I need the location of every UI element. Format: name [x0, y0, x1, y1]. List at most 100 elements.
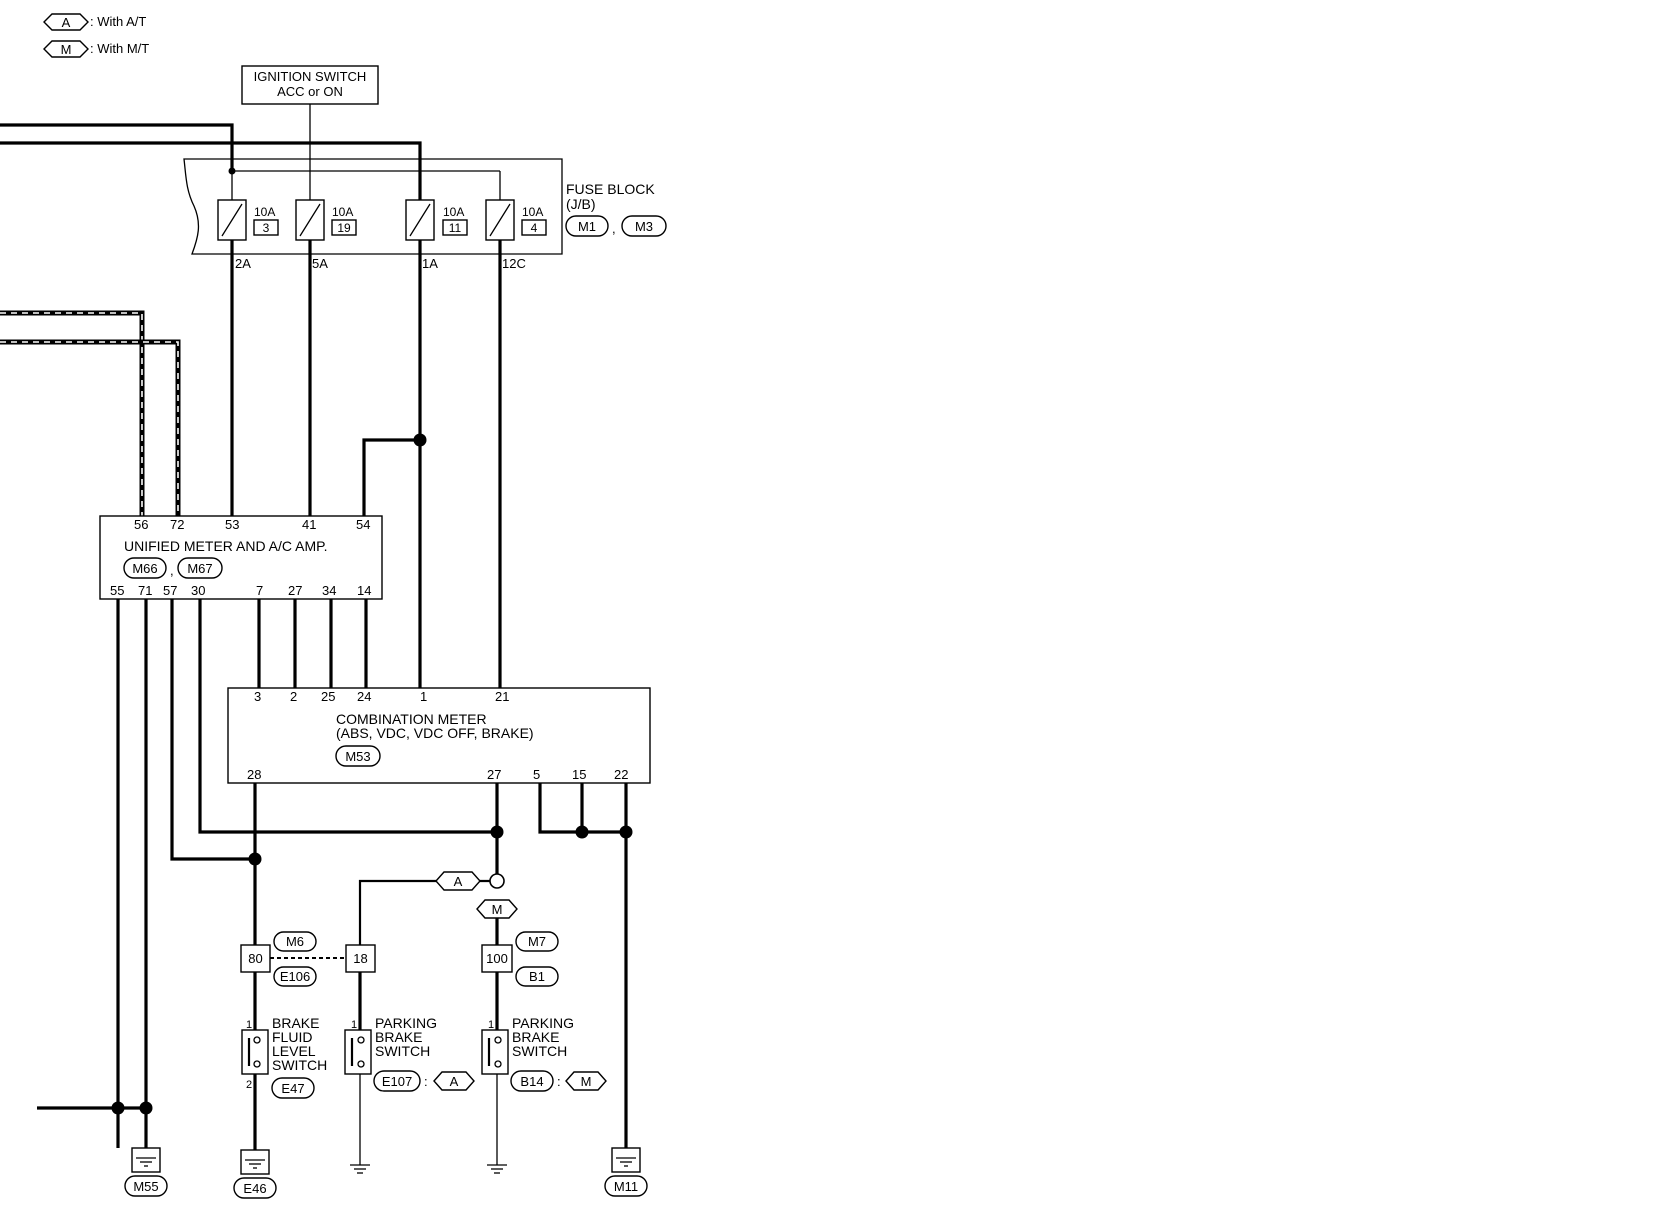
svg-text:80: 80 — [248, 951, 262, 966]
svg-text:1A: 1A — [422, 256, 438, 271]
ignition-switch: IGNITION SWITCH ACC or ON — [241, 65, 379, 105]
svg-text:4: 4 — [531, 221, 538, 235]
svg-text:57: 57 — [163, 583, 177, 598]
legend-text-a: : With A/T — [90, 14, 146, 29]
svg-text:BRAKE: BRAKE — [272, 1015, 319, 1031]
svg-text:M1: M1 — [578, 219, 596, 234]
svg-text:M3: M3 — [635, 219, 653, 234]
svg-text:7: 7 — [256, 583, 263, 598]
dashed-signal-wires — [0, 310, 181, 516]
combination-meter-title: COMBINATION METER — [336, 711, 487, 727]
fuse-3: 10A 3 2A — [217, 199, 279, 271]
combination-meter-subtitle: (ABS, VDC, VDC OFF, BRAKE) — [336, 725, 534, 741]
svg-text:E107: E107 — [382, 1074, 412, 1089]
svg-text:FLUID: FLUID — [272, 1029, 312, 1045]
svg-text:5: 5 — [533, 767, 540, 782]
legend: A : With A/T M : With M/T — [43, 13, 149, 58]
ground-m55: M55 — [124, 1147, 168, 1197]
fuse-4: 10A 4 12C — [485, 199, 547, 271]
svg-text:71: 71 — [138, 583, 152, 598]
svg-text:SWITCH: SWITCH — [272, 1057, 327, 1073]
legend-tag-m-code: M — [61, 42, 72, 57]
svg-text:100: 100 — [486, 951, 508, 966]
combination-meter: 3 2 25 24 1 21 COMBINATION METER (ABS, V… — [227, 687, 651, 784]
fuse-block-subtitle: (J/B) — [566, 196, 596, 212]
svg-text:E106: E106 — [280, 969, 310, 984]
svg-text:24: 24 — [357, 689, 371, 704]
legend-tag-a — [43, 13, 89, 31]
svg-text:PARKING: PARKING — [512, 1015, 574, 1031]
svg-text:1: 1 — [246, 1019, 252, 1031]
svg-text:34: 34 — [322, 583, 336, 598]
svg-text:PARKING: PARKING — [375, 1015, 437, 1031]
svg-text:3: 3 — [254, 689, 261, 704]
fuse-block: 10A 3 2A 10A 19 5A 10A 11 1A 10A — [183, 104, 667, 271]
svg-text:53: 53 — [225, 517, 239, 532]
svg-text:B14: B14 — [520, 1074, 543, 1089]
svg-text:M7: M7 — [528, 934, 546, 949]
branch-splice-open — [489, 873, 505, 889]
svg-text:10A: 10A — [443, 205, 464, 219]
svg-text:41: 41 — [302, 517, 316, 532]
svg-text:B1: B1 — [529, 969, 545, 984]
ground-switch-mt — [487, 1164, 507, 1174]
svg-text:18: 18 — [353, 951, 367, 966]
svg-text:10A: 10A — [332, 205, 353, 219]
svg-text:1: 1 — [351, 1019, 357, 1031]
svg-text:10A: 10A — [522, 205, 543, 219]
svg-text:1: 1 — [420, 689, 427, 704]
svg-text:5A: 5A — [312, 256, 328, 271]
legend-tag-a-code: A — [62, 15, 71, 30]
fuse-11: 10A 11 1A — [405, 199, 468, 271]
svg-text:LEVEL: LEVEL — [272, 1043, 316, 1059]
parking-brake-switch-at: 1 PARKING BRAKE SWITCH E107 : A — [344, 1015, 475, 1165]
meter-link-wires — [37, 599, 497, 1148]
svg-text:A: A — [450, 1074, 459, 1089]
fuse-19: 10A 19 5A — [295, 199, 357, 271]
switch-feed-wires — [253, 972, 499, 1030]
svg-text:SWITCH: SWITCH — [375, 1043, 430, 1059]
svg-text:E47: E47 — [281, 1081, 304, 1096]
svg-text:,: , — [612, 221, 616, 236]
branch-tag-m — [476, 899, 518, 919]
svg-text:2A: 2A — [235, 256, 251, 271]
joint-connector-18: 18 — [345, 944, 376, 973]
svg-text:3: 3 — [263, 221, 270, 235]
svg-text:55: 55 — [110, 583, 124, 598]
svg-text:,: , — [170, 563, 174, 578]
svg-text:BRAKE: BRAKE — [375, 1029, 422, 1045]
svg-text:ACC or ON: ACC or ON — [277, 84, 343, 99]
ground-e46: E46 — [233, 1149, 277, 1199]
svg-text:28: 28 — [247, 767, 261, 782]
svg-text:30: 30 — [191, 583, 205, 598]
svg-text:M53: M53 — [345, 749, 370, 764]
svg-text:E46: E46 — [243, 1181, 266, 1196]
svg-text:SWITCH: SWITCH — [512, 1043, 567, 1059]
svg-text:M55: M55 — [133, 1179, 158, 1194]
svg-text:12C: 12C — [502, 256, 526, 271]
svg-text:M11: M11 — [614, 1179, 638, 1194]
svg-text:15: 15 — [572, 767, 586, 782]
svg-text:2: 2 — [290, 689, 297, 704]
svg-text:21: 21 — [495, 689, 509, 704]
ground-m11: M11 — [604, 1147, 648, 1197]
svg-text:IGNITION SWITCH: IGNITION SWITCH — [254, 69, 367, 84]
svg-text:10A: 10A — [254, 205, 275, 219]
svg-text:BRAKE: BRAKE — [512, 1029, 559, 1045]
svg-text:19: 19 — [337, 221, 351, 235]
legend-text-m: : With M/T — [90, 41, 149, 56]
svg-text:M67: M67 — [187, 561, 212, 576]
svg-text:M: M — [492, 902, 503, 917]
power-wires — [0, 123, 502, 688]
svg-text::: : — [557, 1074, 561, 1089]
fuse-block-title: FUSE BLOCK — [566, 181, 655, 197]
svg-text:27: 27 — [487, 767, 501, 782]
svg-text::: : — [424, 1074, 428, 1089]
svg-text:M6: M6 — [286, 934, 304, 949]
ground-switch-at — [350, 1164, 370, 1174]
svg-text:2: 2 — [246, 1079, 252, 1091]
unified-meter-label: UNIFIED METER AND A/C AMP. — [124, 538, 328, 554]
svg-text:72: 72 — [170, 517, 184, 532]
